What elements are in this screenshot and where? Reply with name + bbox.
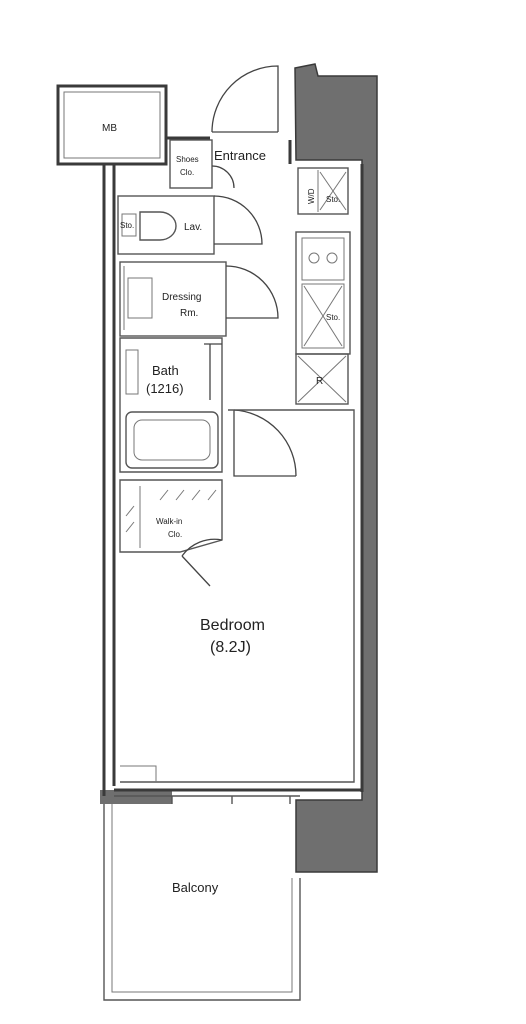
bath-label-2: (1216) [146,381,184,396]
entrance-label: Entrance [214,148,266,163]
entrance-door-swing [211,65,279,133]
kitchen: Sto. R [295,231,351,405]
fridge-label: R [316,376,323,387]
mb-label: MB [102,123,117,134]
meter-box: MB [56,84,168,166]
balcony: Balcony [103,804,301,1001]
dressing-room: Dressing Rm. [119,261,279,337]
structural-columns [100,63,378,873]
dressing-label-1: Dressing [162,292,201,303]
bedroom: Bedroom (8.2J) [120,409,355,783]
walkin-label-1: Walk-in [156,517,182,526]
sto-wd-label: Sto. [326,195,340,204]
wd-label: W/D [307,188,316,204]
lav-label: Lav. [184,222,202,233]
dressing-label-2: Rm. [180,308,198,319]
bath-label-1: Bath [152,363,179,378]
toilet-room: Sto. Lav. [117,195,263,255]
bathroom: Bath (1216) [119,337,223,473]
entrance-area: Entrance Shoes Clo. [169,65,279,189]
washer-storage: W/D Sto. [297,167,349,215]
sto-toilet-label: Sto. [120,221,134,230]
bedroom-label-1: Bedroom [200,617,265,634]
bedroom-label-2: (8.2J) [210,639,251,656]
sto-kitchen-label: Sto. [326,313,340,322]
bedroom-door [233,409,297,477]
walkin-label-2: Clo. [168,530,182,539]
shoes-closet-label-2: Clo. [180,168,194,177]
walkin-closet: Walk-in Clo. [119,479,223,587]
balcony-label: Balcony [172,880,219,895]
outer-walls [102,136,364,804]
shoes-closet-label-1: Shoes [176,155,199,164]
